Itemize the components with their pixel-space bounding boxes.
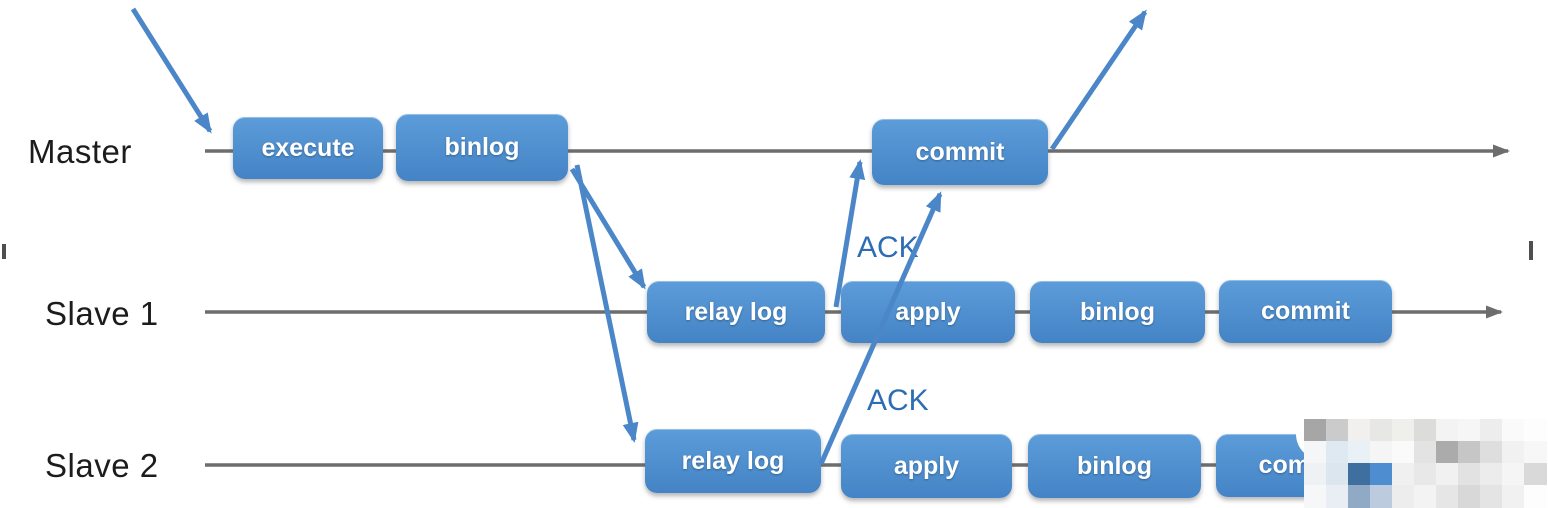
node-slave2-apply: apply [841,434,1012,498]
mosaic-cell [1458,463,1481,486]
mosaic-cell [1524,463,1547,486]
mosaic-cell [1348,441,1371,464]
mosaic-cell [1370,419,1393,442]
arrow-client-to-master [130,7,213,134]
ack-label-slave1: ACK [857,231,919,264]
mosaic-cell [1502,419,1525,442]
node-slave2-binlog: binlog [1028,434,1201,498]
node-slave1-binlog: binlog [1030,281,1205,343]
mosaic-cell [1326,485,1349,508]
mosaic-cell [1524,485,1547,508]
mosaic-cell [1502,441,1525,464]
node-master-commit: commit [872,119,1048,185]
row-label-slave1: Slave 1 [45,295,159,332]
mosaic-cell [1480,441,1503,464]
mosaic-cell [1436,441,1459,464]
mosaic-cell [1502,463,1525,486]
node-slave1-commit: commit [1219,280,1392,343]
mosaic-cell [1370,441,1393,464]
node-slave1-apply: apply [841,281,1015,343]
mosaic-cell [1304,441,1327,464]
row-label-master: Master [28,133,132,170]
mosaic-cell [1458,485,1481,508]
mosaic-cell [1480,463,1503,486]
mosaic-cell [1326,441,1349,464]
mosaic-cell [1370,463,1393,486]
right-edge-tick [1529,241,1533,260]
mosaic-cell [1414,463,1437,486]
mosaic-cell [1326,463,1349,486]
mosaic-cell [1392,441,1415,464]
mosaic-cell [1304,485,1327,508]
mosaic-cell [1304,463,1327,486]
mosaic-cell [1436,419,1459,442]
mosaic-cell [1480,419,1503,442]
ack-label-slave2: ACK [867,384,929,417]
node-master-execute: execute [233,117,383,179]
arrow-binlog-to-slave2-relay [574,164,639,443]
node-slave2-relay-log: relay log [645,429,821,493]
mosaic-cell [1480,485,1503,508]
mosaic-cell [1414,419,1437,442]
mosaic-cell [1392,463,1415,486]
mosaic-cell [1392,419,1415,442]
row-label-slave2: Slave 2 [45,447,159,484]
mosaic-cell [1458,441,1481,464]
node-slave1-relay-log: relay log [647,281,825,343]
node-master-binlog: binlog [396,114,568,181]
mosaic-cell [1458,419,1481,442]
mosaic-cell [1348,485,1371,508]
mosaic-cell [1370,485,1393,508]
arrow-commit-to-client [1049,9,1148,151]
mosaic-cell [1524,419,1547,442]
mosaic-cell [1502,485,1525,508]
mosaic-cell [1414,485,1437,508]
mosaic-cell [1348,463,1371,486]
mosaic-cell [1348,419,1371,442]
mosaic-cell [1524,441,1547,464]
mosaic-cell [1392,485,1415,508]
mosaic-cell [1436,463,1459,486]
mosaic-cell [1436,485,1459,508]
left-edge-tick [2,244,6,259]
mosaic-cell [1326,419,1349,442]
arrow-binlog-to-slave1-relay [569,167,647,290]
mosaic-cell [1414,441,1437,464]
mosaic-cell [1304,419,1327,442]
